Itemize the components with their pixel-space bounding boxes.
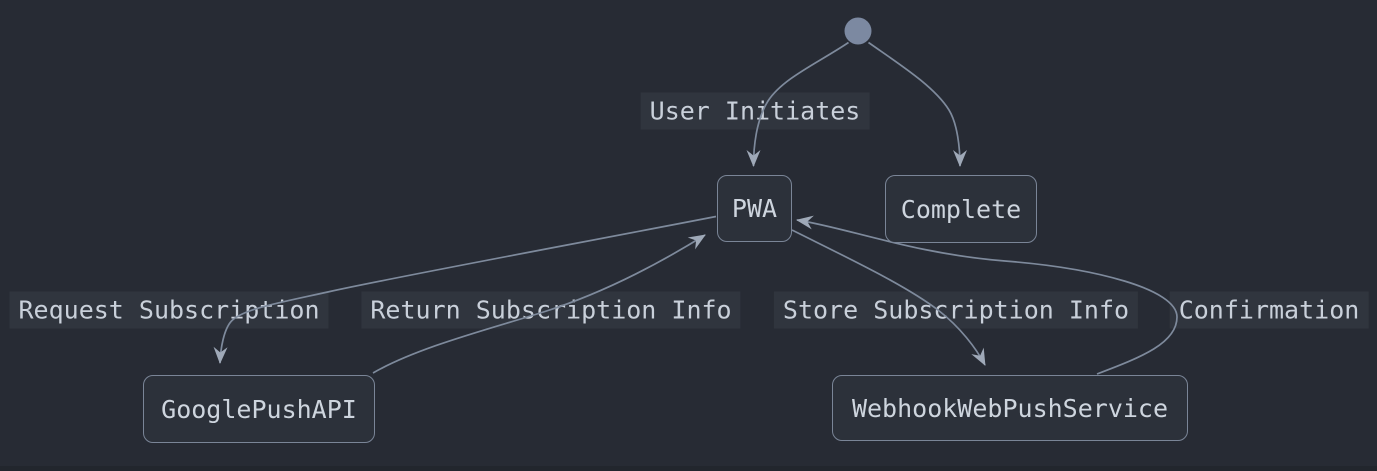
edge-label-confirmation: Confirmation [1169, 291, 1369, 329]
edge-label-store-subscription-info: Store Subscription Info [773, 291, 1139, 329]
node-googlepushapi-label: GooglePushAPI [161, 394, 357, 424]
initial-state-icon [844, 17, 872, 45]
bottom-edge-strip [0, 466, 1377, 471]
edge-pwa-to-googlepushapi [213, 215, 717, 364]
node-webhookwebpushservice-label: WebhookWebPushService [851, 393, 1169, 423]
node-webhookwebpushservice: WebhookWebPushService [832, 375, 1188, 441]
edge-label-user-initiates: User Initiates [640, 92, 870, 130]
node-complete: Complete [885, 175, 1037, 243]
node-complete-label: Complete [900, 194, 1022, 224]
edge-initial-to-complete [868, 41, 967, 167]
node-googlepushapi: GooglePushAPI [143, 375, 375, 443]
node-pwa: PWA [717, 175, 792, 242]
edge-label-return-subscription-info: Return Subscription Info [361, 291, 741, 329]
node-pwa-label: PWA [731, 194, 778, 223]
edge-label-request-subscription: Request Subscription [9, 291, 329, 329]
